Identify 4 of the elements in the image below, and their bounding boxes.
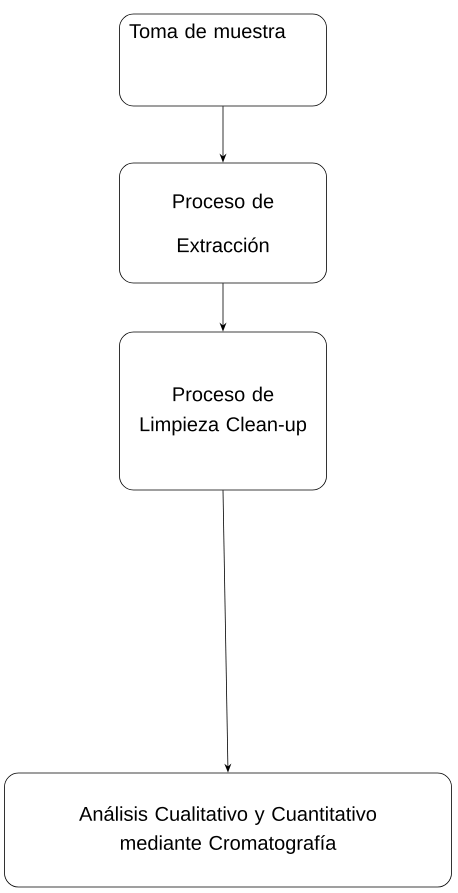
process-box: Proceso de Extracción	[119, 162, 327, 284]
process-box: Proceso de Limpieza Clean-up	[119, 332, 327, 490]
process-box: Toma de muestra	[119, 14, 327, 106]
process-box: Análisis Cualitativo y Cuantitativo mediante Cromatografía	[4, 772, 452, 888]
